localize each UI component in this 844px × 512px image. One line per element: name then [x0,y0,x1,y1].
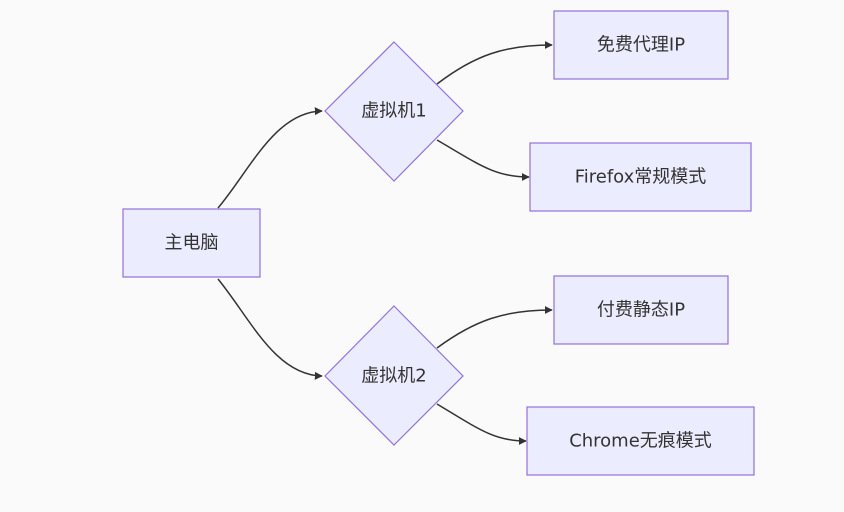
node-vm2-shape [324,305,464,446]
node-chrome[interactable]: Chrome无痕模式 [526,406,755,476]
node-vm2[interactable]: 虚拟机2 [324,305,464,446]
edge-vm2-to-chrome [436,403,527,445]
node-paid-ip-label: 付费静态IP [597,300,685,321]
node-firefox-label: Firefox常规模式 [575,167,707,188]
node-free-ip[interactable]: 免费代理IP [553,10,729,80]
edge-vm2-to-paid-ip [436,306,553,349]
node-firefox[interactable]: Firefox常规模式 [529,142,752,212]
edge-main-to-vm2 [217,278,323,380]
edges [217,41,553,445]
node-main[interactable]: 主电脑 [122,208,261,278]
node-vm2-label: 虚拟机2 [361,366,426,387]
edge-main-to-vm1 [217,107,323,209]
node-vm1[interactable]: 虚拟机1 [324,41,464,182]
node-firefox-shape [529,142,752,212]
node-vm1-label: 虚拟机1 [361,101,426,122]
node-free-ip-label: 免费代理IP [597,35,685,56]
edge-vm1-to-firefox [436,139,530,181]
node-chrome-shape [526,406,755,476]
node-main-shape [122,208,261,278]
edge-vm1-to-free-ip [436,41,553,85]
node-vm1-shape [324,41,464,182]
node-main-label: 主电脑 [165,233,219,254]
node-chrome-label: Chrome无痕模式 [569,431,712,452]
node-paid-ip-shape [553,275,729,345]
node-paid-ip[interactable]: 付费静态IP [553,275,729,345]
node-free-ip-shape [553,10,729,80]
